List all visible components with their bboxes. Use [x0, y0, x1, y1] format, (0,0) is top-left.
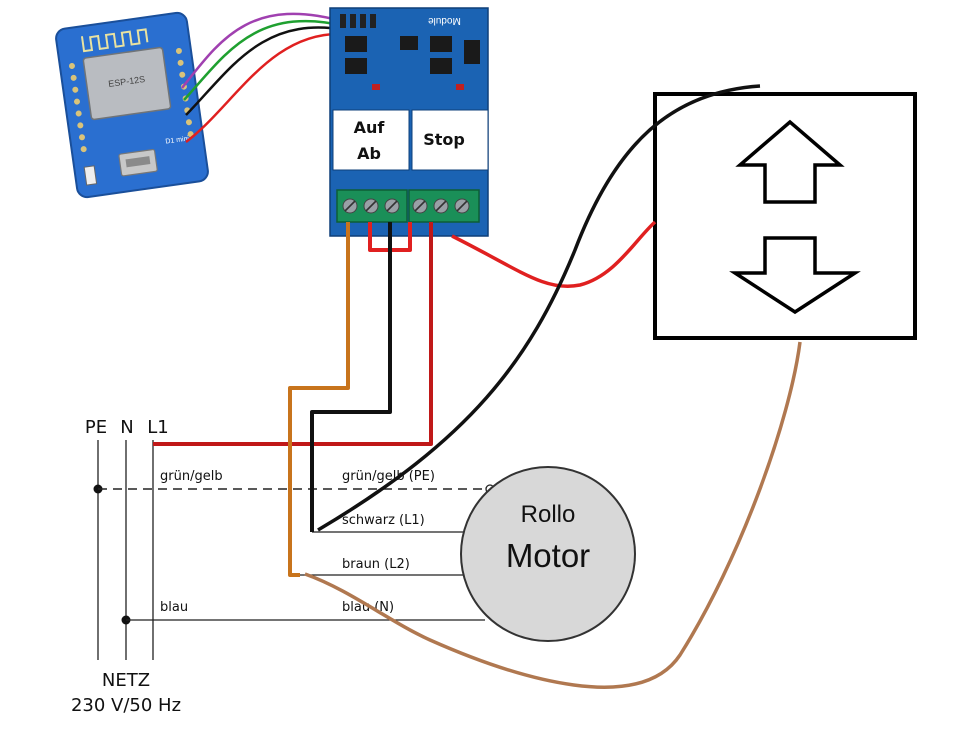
motor-l1-wire-label: schwarz (L1) — [342, 513, 425, 528]
l1-feed-wire — [153, 222, 433, 446]
esp-module-shield — [82, 46, 172, 121]
green-signal-wire — [183, 19, 346, 101]
signal-wires — [181, 12, 346, 143]
voltage-label: 230 V/50 Hz — [71, 695, 181, 716]
l1-label: L1 — [147, 417, 168, 438]
arrow-up-icon — [735, 119, 845, 204]
motor-pe-wire-label: grün/gelb (PE) — [342, 469, 435, 484]
relay-ab-label: Ab — [357, 144, 381, 163]
relay-stop-window — [411, 109, 489, 171]
motor-label-rollo: Rollo — [521, 501, 576, 528]
brown-switch-wire — [304, 341, 802, 689]
board-model-text: D1 mini — [165, 135, 190, 145]
red-signal-wire — [185, 32, 346, 143]
wall-switch — [653, 92, 917, 340]
relay-terminal-blocks — [336, 189, 480, 223]
motor-l2-wire-label: braun (L2) — [342, 557, 410, 572]
relay-auf-label: Auf — [354, 118, 386, 137]
relay-module-board-text: Module — [428, 15, 461, 26]
red-switch-wire — [451, 220, 657, 288]
left-n-wire-label: blau — [160, 600, 188, 615]
reset-button — [83, 165, 98, 186]
relay-module: Module Auf Ab Stop — [329, 7, 489, 237]
pe-label: PE — [85, 417, 107, 438]
netz-label: NETZ — [102, 670, 150, 691]
arrow-down-icon — [729, 236, 861, 315]
brown-motor-wire — [288, 222, 350, 577]
relay-auf-ab-window — [332, 109, 410, 171]
purple-signal-wire — [181, 12, 346, 89]
rollo-motor: Rollo Motor — [460, 466, 636, 642]
n-label: N — [120, 417, 133, 438]
black-signal-wire — [185, 26, 346, 116]
relay-stop-label: Stop — [423, 130, 465, 149]
esp-d1-mini-board: ESP-12S D1 mini — [55, 11, 209, 199]
power-wires — [153, 84, 802, 689]
left-pe-wire-label: grün/gelb — [160, 469, 223, 484]
black-motor-wire — [310, 222, 392, 532]
black-switch-wire — [317, 84, 761, 532]
motor-label-motor: Motor — [506, 537, 590, 574]
